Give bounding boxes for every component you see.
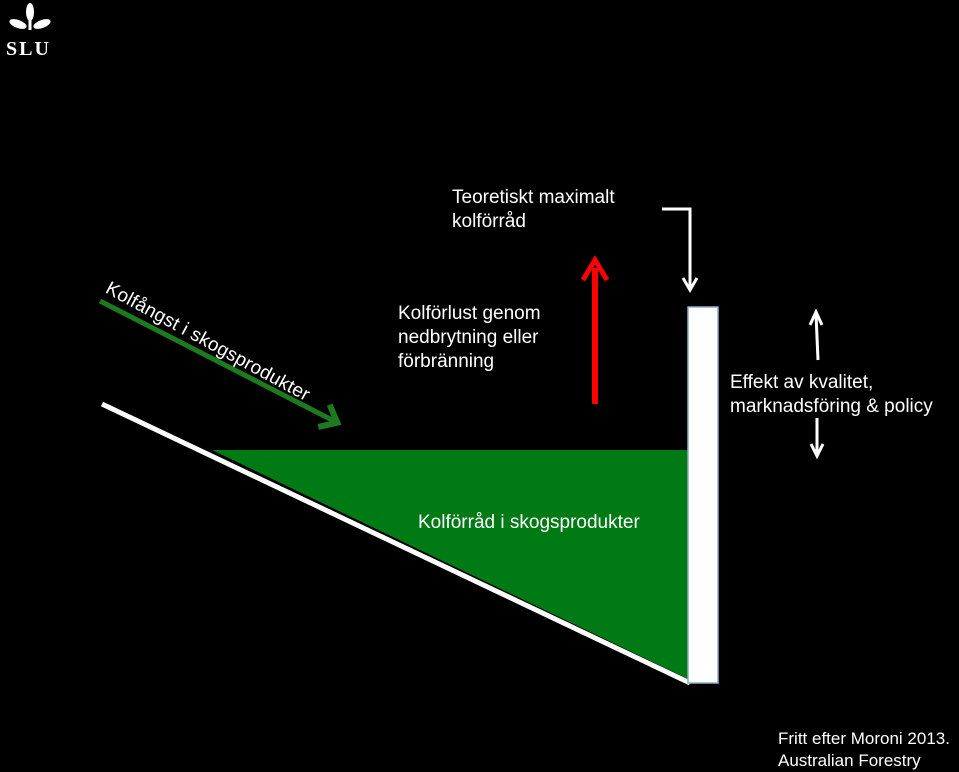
effect-up-arrow <box>808 308 824 361</box>
carbon-pool-label: Kolförråd i skogsprodukter <box>418 512 640 533</box>
source-citation: Fritt efter Moroni 2013. Australian Fore… <box>778 729 950 770</box>
carbon-pool-area <box>212 450 688 679</box>
elbow-arrow <box>662 207 699 293</box>
theoretical-max-label: Teoretiskt maximalt kolförråd <box>452 187 615 232</box>
effect-down-arrow <box>809 418 825 460</box>
carbon-loss-arrow <box>580 255 610 404</box>
baseline-line <box>100 401 692 686</box>
logo-text: SLU <box>6 38 51 60</box>
theoretical-max-bar <box>687 306 719 684</box>
carbon-intake-arrow <box>98 298 342 430</box>
effect-label: Effekt av kvalitet, marknadsföring & pol… <box>730 372 933 417</box>
carbon-loss-label: Kolförlust genom nedbrytning eller förbr… <box>398 303 541 372</box>
slu-leaf-icon <box>9 3 51 30</box>
